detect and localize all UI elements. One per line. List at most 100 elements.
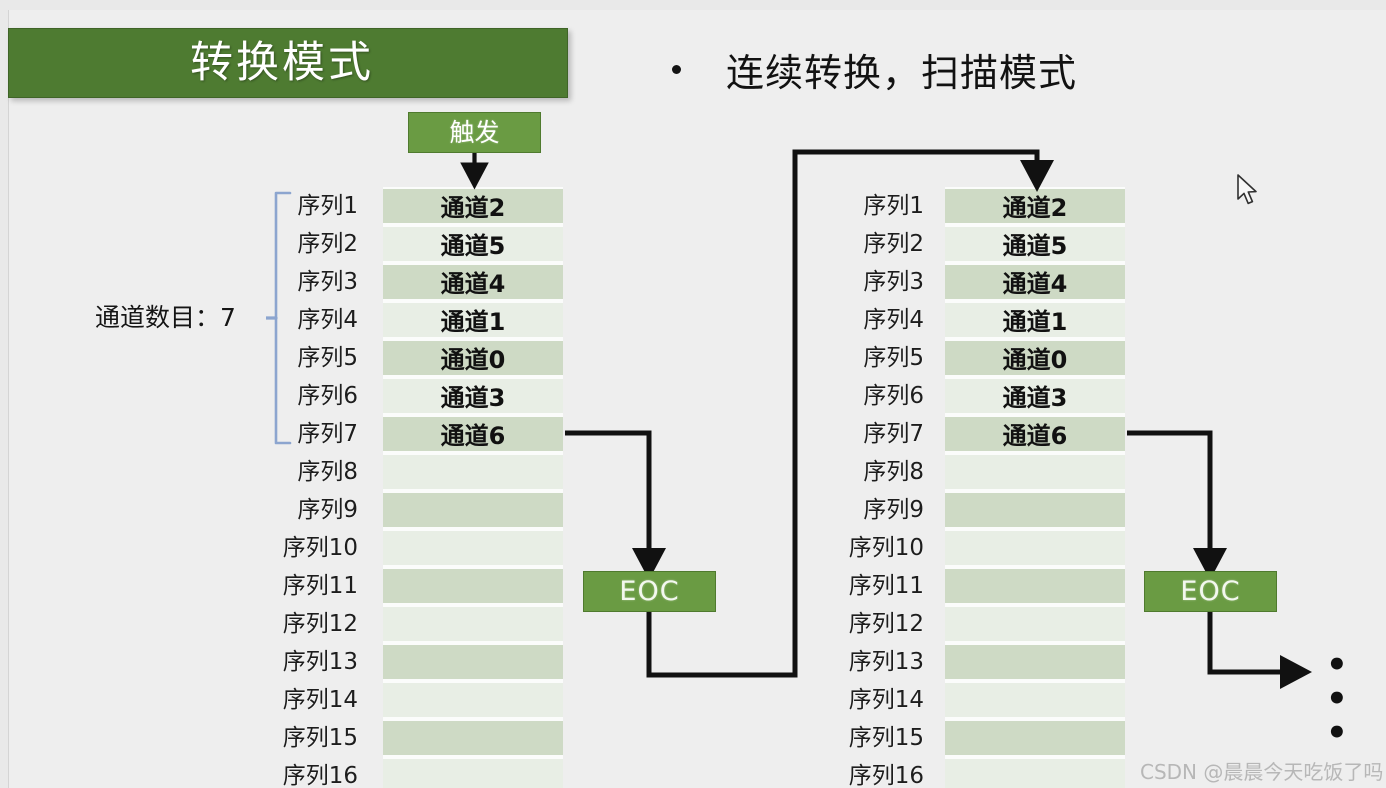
channel-cell[interactable]: 通道4 [945, 263, 1125, 301]
table-row[interactable]: 序列11 [180, 567, 563, 605]
bullet-dot-icon [672, 65, 681, 74]
table-row[interactable]: 序列12 [742, 605, 1125, 643]
table-row[interactable]: 序列7 通道6 [180, 415, 563, 453]
channel-cell[interactable]: 通道0 [383, 339, 563, 377]
channel-cell[interactable] [383, 567, 563, 605]
channel-cell[interactable] [945, 491, 1125, 529]
channel-cell[interactable] [383, 605, 563, 643]
channel-cell[interactable] [383, 453, 563, 491]
sequence-label: 序列7 [297, 421, 358, 447]
sequence-label: 序列1 [297, 193, 358, 219]
trigger-label: 触发 [449, 118, 500, 147]
channel-cell[interactable]: 通道0 [945, 339, 1125, 377]
channel-cell[interactable]: 通道5 [383, 225, 563, 263]
sequence-label: 序列15 [282, 725, 358, 751]
sequence-label: 序列10 [282, 535, 358, 561]
table-row[interactable]: 序列14 [180, 681, 563, 719]
channel-count-label: 通道数目：7 [95, 303, 236, 332]
eoc-box-right[interactable]: EOC [1144, 571, 1277, 612]
table-row[interactable]: 序列8 [180, 453, 563, 491]
table-row[interactable]: 序列14 [742, 681, 1125, 719]
table-row[interactable]: 序列13 [180, 643, 563, 681]
channel-cell[interactable]: 通道4 [383, 263, 563, 301]
table-row[interactable]: 序列10 [742, 529, 1125, 567]
sequence-label: 序列14 [282, 687, 358, 713]
wire-left-row7-to-eoc [565, 430, 666, 580]
sequence-label: 序列12 [848, 611, 924, 637]
channel-cell[interactable] [945, 605, 1125, 643]
sequence-label: 序列16 [848, 763, 924, 788]
channel-cell[interactable] [945, 529, 1125, 567]
table-row[interactable]: 序列6 通道3 [180, 377, 563, 415]
channel-cell[interactable] [945, 681, 1125, 719]
table-row[interactable]: 序列5 通道0 [742, 339, 1125, 377]
channel-cell[interactable]: 通道5 [945, 225, 1125, 263]
sequence-label: 序列14 [848, 687, 924, 713]
slide-surface [8, 10, 1386, 788]
eoc-box-left[interactable]: EOC [583, 571, 716, 612]
table-row[interactable]: 序列16 [180, 757, 563, 788]
table-row[interactable]: 序列3 通道4 [742, 263, 1125, 301]
trigger-box[interactable]: 触发 [408, 112, 541, 153]
table-row[interactable]: 序列9 [180, 491, 563, 529]
channel-cell[interactable] [383, 529, 563, 567]
table-row[interactable]: 序列7 通道6 [742, 415, 1125, 453]
table-row[interactable]: 序列12 [180, 605, 563, 643]
table-row[interactable]: 序列6 通道3 [742, 377, 1125, 415]
table-row[interactable]: 序列13 [742, 643, 1125, 681]
table-row[interactable]: 序列9 [742, 491, 1125, 529]
table-row[interactable]: 序列16 [742, 757, 1125, 788]
channel-cell[interactable] [383, 681, 563, 719]
channel-cell[interactable] [945, 453, 1125, 491]
sequence-label: 序列9 [863, 497, 924, 523]
channel-cell[interactable] [945, 719, 1125, 757]
channel-cell[interactable] [945, 643, 1125, 681]
sequence-label: 序列13 [848, 649, 924, 675]
channel-cell[interactable]: 通道1 [383, 301, 563, 339]
channel-cell[interactable] [383, 719, 563, 757]
table-row[interactable]: 序列4 通道1 [742, 301, 1125, 339]
table-row[interactable]: 序列11 [742, 567, 1125, 605]
sequence-label: 序列13 [282, 649, 358, 675]
sequence-label: 序列16 [282, 763, 358, 788]
table-row[interactable]: 序列10 [180, 529, 563, 567]
channel-cell[interactable]: 通道3 [383, 377, 563, 415]
sequence-label: 序列3 [297, 269, 358, 295]
channel-cell[interactable] [383, 757, 563, 788]
table-row[interactable]: 序列15 [180, 719, 563, 757]
channel-cell[interactable] [383, 491, 563, 529]
sequence-label: 序列15 [848, 725, 924, 751]
channel-cell[interactable]: 通道3 [945, 377, 1125, 415]
sequence-label: 序列12 [282, 611, 358, 637]
sequence-label: 序列6 [297, 383, 358, 409]
channel-cell[interactable] [383, 643, 563, 681]
table-row[interactable]: 序列3 通道4 [180, 263, 563, 301]
channel-cell[interactable] [945, 567, 1125, 605]
sequence-label: 序列6 [863, 383, 924, 409]
sequence-label: 序列3 [863, 269, 924, 295]
channel-cell[interactable] [945, 757, 1125, 788]
sequence-label: 序列5 [863, 345, 924, 371]
table-row[interactable]: 序列8 [742, 453, 1125, 491]
bullet-text: 连续转换，扫描模式 [726, 51, 1078, 95]
watermark-text: CSDN @晨晨今天吃饭了吗 [1140, 760, 1384, 784]
continuation-ellipsis: • • • [1326, 645, 1353, 753]
wire-eoc-right-continue [1207, 612, 1312, 689]
channel-group-bracket [266, 191, 292, 445]
sequence-label: 序列4 [863, 307, 924, 333]
channel-cell[interactable]: 通道6 [945, 415, 1125, 453]
sequence-label: 序列10 [848, 535, 924, 561]
mouse-pointer-icon [1237, 174, 1257, 205]
sequence-label: 序列8 [297, 459, 358, 485]
channel-cell[interactable]: 通道1 [945, 301, 1125, 339]
table-row[interactable]: 序列15 [742, 719, 1125, 757]
sequence-label: 序列7 [863, 421, 924, 447]
slide-title-banner: 转换模式 [8, 28, 568, 98]
channel-cell[interactable]: 通道6 [383, 415, 563, 453]
